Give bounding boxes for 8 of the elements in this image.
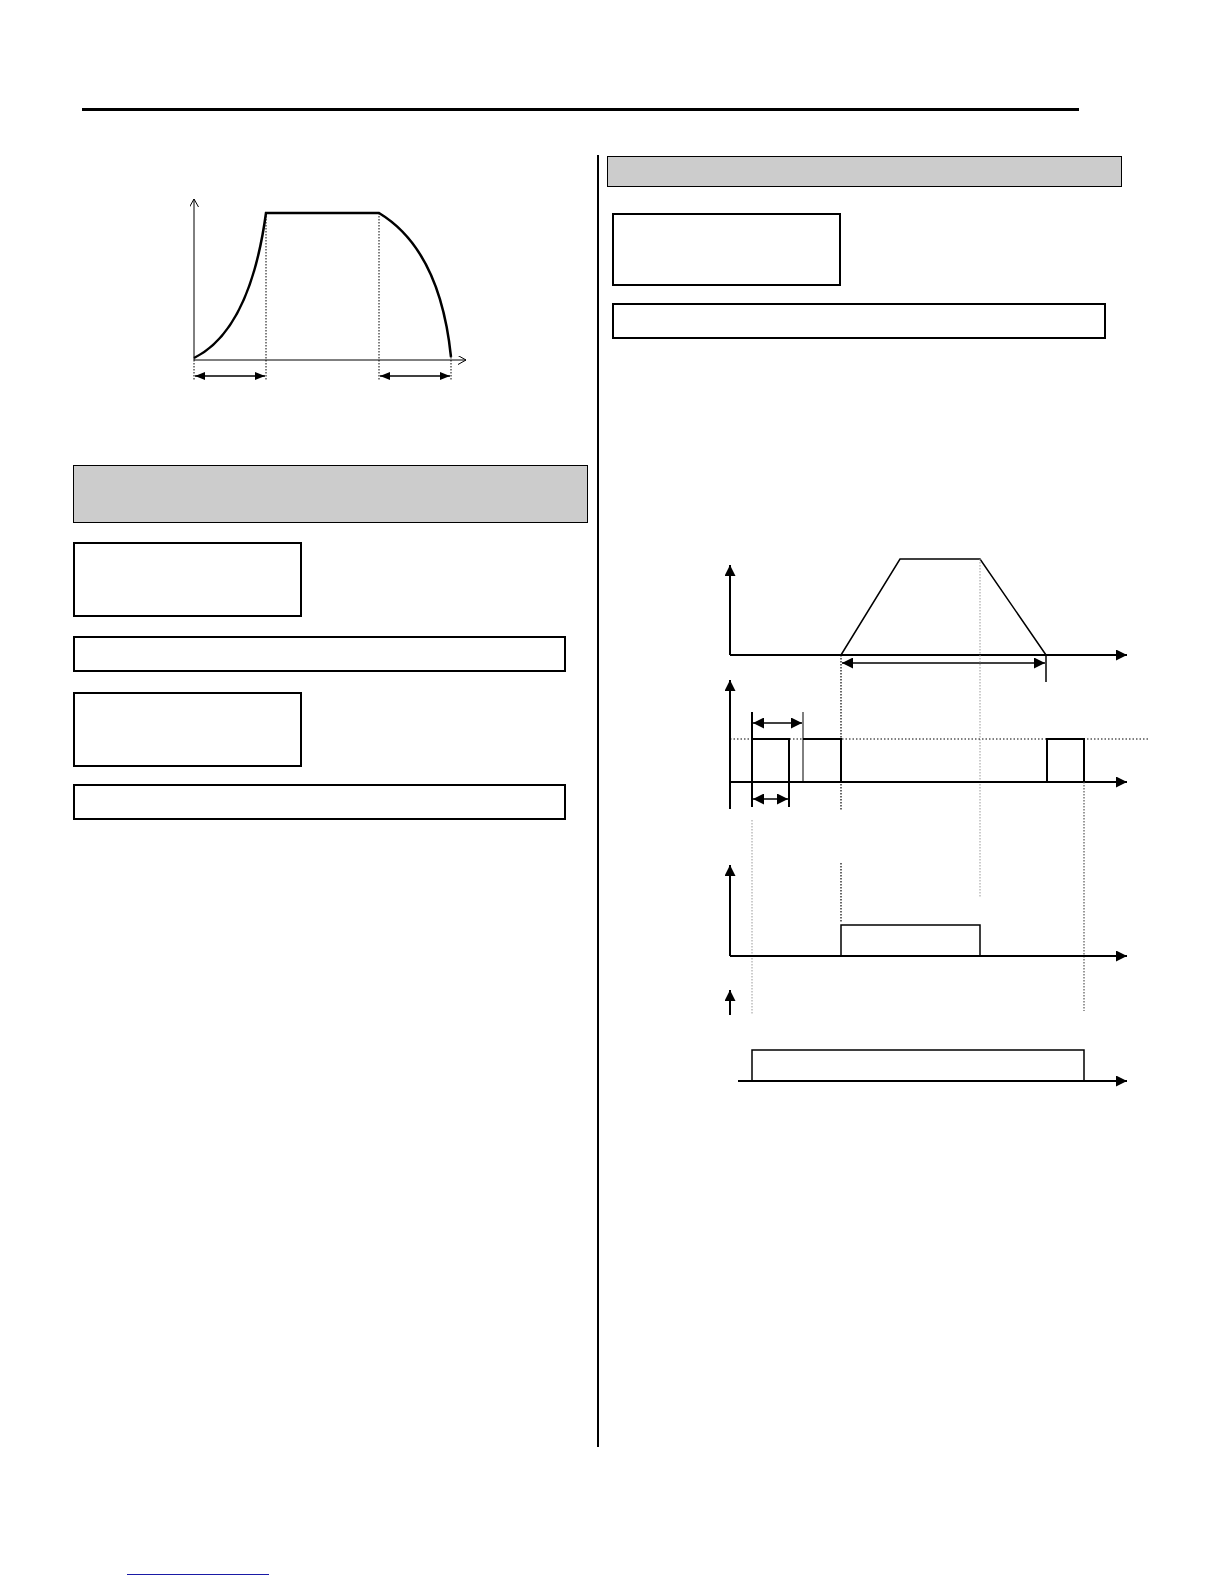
shaded-banner xyxy=(73,465,588,523)
outlined-box xyxy=(73,636,566,672)
shaded-banner xyxy=(607,156,1122,187)
outlined-box xyxy=(73,542,302,617)
outlined-box xyxy=(73,692,302,767)
outlined-box xyxy=(612,213,841,286)
outlined-box xyxy=(612,303,1106,339)
outlined-box xyxy=(73,784,566,820)
